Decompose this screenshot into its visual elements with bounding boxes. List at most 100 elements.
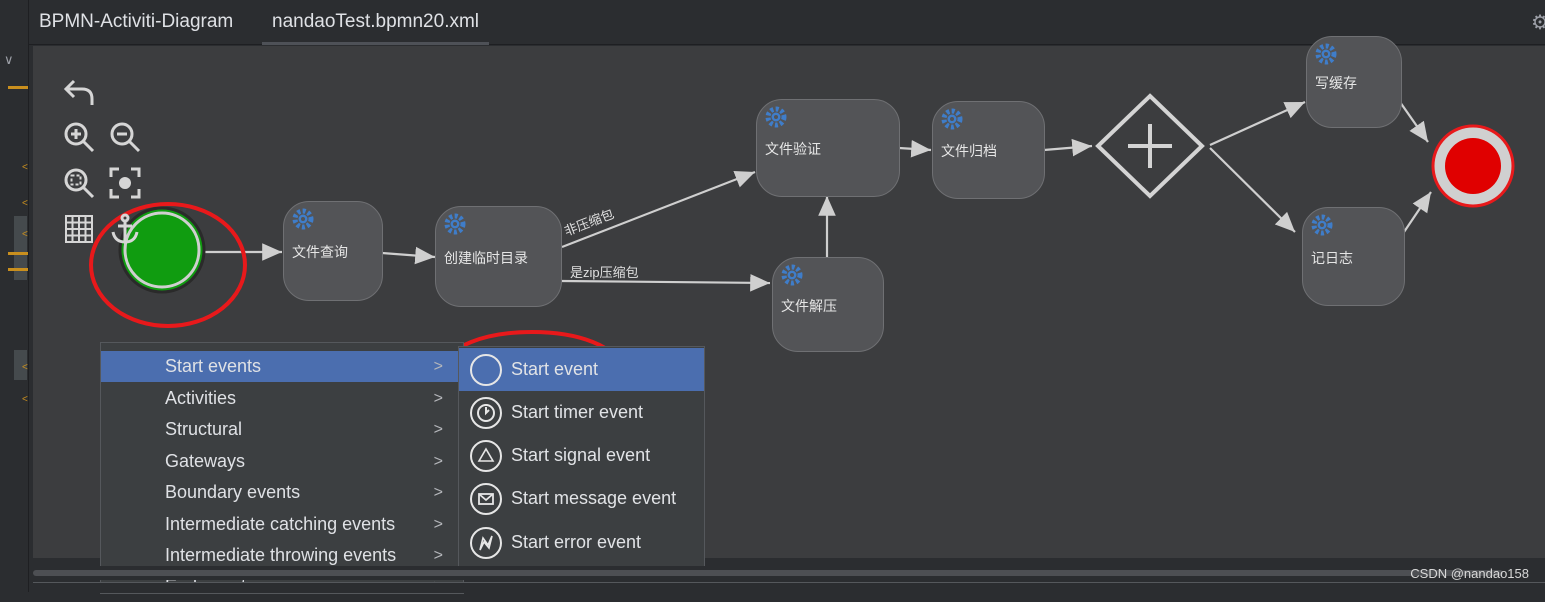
menu-item-label: Boundary events (165, 482, 301, 502)
timer-icon (470, 397, 502, 429)
task-label: 文件归档 (941, 143, 997, 159)
menu-item-start-events[interactable]: Start events > (101, 351, 463, 382)
gutter-fold-icon[interactable]: < (22, 162, 28, 173)
menu-item-label: Intermediate throwing events (165, 545, 397, 565)
task-label: 记日志 (1311, 249, 1353, 266)
submenu-item-start-message-event[interactable]: Start message event (459, 477, 704, 520)
chevron-down-icon[interactable]: ∨ (4, 52, 14, 67)
menu-item-label: Gateways (165, 451, 246, 471)
menu-item-label: Activities (165, 388, 237, 408)
watermark: CSDN @nandao158 (1410, 566, 1529, 581)
menu-item-label: Start events (165, 356, 262, 376)
service-gear-icon (1311, 214, 1333, 236)
undo-icon[interactable] (62, 75, 96, 109)
zoom-in-icon[interactable] (62, 120, 96, 154)
parallel-gateway[interactable] (1095, 93, 1205, 199)
submenu-item-start-signal-event[interactable]: Start signal event (459, 434, 704, 477)
annotation-ellipse-start (89, 202, 247, 328)
gutter-marker (8, 268, 28, 271)
circle-icon (470, 354, 502, 386)
error-icon (470, 527, 502, 559)
gutter-marker (8, 86, 28, 89)
anchor-icon[interactable] (108, 212, 142, 246)
menu-item-activities[interactable]: Activities > (101, 383, 463, 414)
flow-archive-to-gateway[interactable] (1043, 138, 1093, 157)
flow-verify-to-archive[interactable] (898, 139, 932, 158)
submenu-item-label: Start error event (511, 532, 642, 552)
grid-icon[interactable] (62, 212, 96, 246)
menu-item-gateways[interactable]: Gateways > (101, 446, 463, 477)
start-event[interactable] (118, 206, 206, 294)
submenu-item-label: Start signal event (511, 445, 651, 465)
tab-bpmn-activiti-diagram[interactable]: BPMN-Activiti-Diagram (39, 11, 234, 32)
task-create-temp-dir[interactable]: 创建临时目录 (435, 206, 562, 307)
gutter-fold-icon[interactable]: < (22, 394, 28, 405)
gutter-fold-icon[interactable]: < (22, 229, 28, 240)
left-gutter: ∨ < < < < < (0, 0, 29, 592)
submenu-item-start-error-event[interactable]: Start error event (459, 521, 704, 564)
flow-non-compressed[interactable] (561, 170, 756, 249)
task-label: 写缓存 (1315, 75, 1357, 91)
menu-item-structural[interactable]: Structural> (101, 414, 463, 445)
flow-zip-compressed[interactable] (561, 274, 771, 292)
submenu-arrow-icon: > (433, 453, 443, 470)
start-event-ring (123, 211, 201, 289)
flow-gateway-to-log[interactable] (1209, 147, 1296, 233)
gutter-highlight (14, 216, 27, 280)
task-label: 文件解压 (781, 297, 837, 314)
menu-item-boundary-events[interactable]: Boundary events > (101, 477, 463, 508)
submenu-arrow-icon: > (433, 390, 443, 407)
submenu-item-label: Start event (511, 359, 599, 379)
menu-item-label: Intermediate catching events (165, 514, 396, 534)
zoom-fit-icon[interactable] (62, 166, 96, 200)
submenu-item-label: Start timer event (511, 402, 644, 422)
service-gear-icon (292, 208, 314, 230)
flow-gateway-to-cache[interactable] (1209, 100, 1306, 147)
submenu-arrow-icon: > (433, 421, 443, 438)
task-file-query[interactable]: 文件查询 (283, 201, 383, 301)
task-label: 文件验证 (765, 141, 821, 157)
start-events-submenu: Start event Start timer event Start sign… (458, 346, 705, 567)
settings-gear-icon[interactable]: ⚙ (1531, 12, 1545, 34)
service-gear-icon (444, 213, 466, 235)
service-gear-icon (1315, 43, 1337, 65)
menu-item-intermediate-throwing-events[interactable]: Intermediate throwing events> (101, 540, 463, 571)
service-gear-icon (765, 106, 787, 128)
task-file-verify[interactable]: 文件验证 (756, 99, 900, 197)
gutter-highlight (14, 350, 27, 380)
submenu-arrow-icon: > (433, 516, 443, 533)
menu-item-intermediate-catching-events[interactable]: Intermediate catching events > (101, 509, 463, 540)
gutter-fold-icon[interactable]: < (22, 198, 28, 209)
submenu-arrow-icon: > (433, 484, 443, 501)
scrollbar-thumb[interactable] (33, 570, 1503, 576)
task-write-cache[interactable]: 写缓存 (1306, 36, 1402, 128)
task-label: 创建临时目录 (444, 249, 528, 266)
service-gear-icon (781, 264, 803, 286)
task-file-archive[interactable]: 文件归档 (932, 101, 1045, 199)
flow-cache-to-end[interactable] (1399, 101, 1429, 143)
zoom-actual-icon[interactable] (108, 166, 142, 200)
context-menu: Start events > Activities > Structural> Ga… (100, 342, 464, 596)
message-icon (470, 483, 502, 515)
submenu-item-label: Start message event (511, 488, 677, 508)
flow-query-to-tempdir[interactable] (381, 246, 436, 265)
gutter-fold-icon[interactable]: < (22, 362, 28, 373)
submenu-item-start-timer-event[interactable]: Start timer event (459, 391, 704, 434)
task-label: 文件查询 (292, 244, 348, 260)
bottom-panel-edge (33, 582, 1545, 593)
horizontal-scrollbar[interactable] (33, 566, 1545, 580)
task-file-unzip[interactable]: 文件解压 (772, 257, 884, 352)
service-gear-icon (941, 108, 963, 130)
tab-nandaotest-xml[interactable]: nandaoTest.bpmn20.xml (262, 0, 490, 45)
zoom-out-icon[interactable] (108, 120, 142, 154)
flow-label-zip-compressed: 是zip压缩包 (570, 265, 639, 280)
flow-log-to-end[interactable] (1403, 191, 1432, 233)
submenu-item-start-event[interactable]: Start event (459, 348, 704, 391)
task-write-log[interactable]: 记日志 (1302, 207, 1405, 306)
editor-tab-bar: ⋮ BPMN-Activiti-Diagram nandaoTest.bpmn2… (0, 0, 1545, 45)
end-event-core (1445, 138, 1501, 194)
submenu-arrow-icon: > (433, 358, 443, 375)
gutter-marker (8, 252, 28, 255)
signal-icon (470, 440, 502, 472)
